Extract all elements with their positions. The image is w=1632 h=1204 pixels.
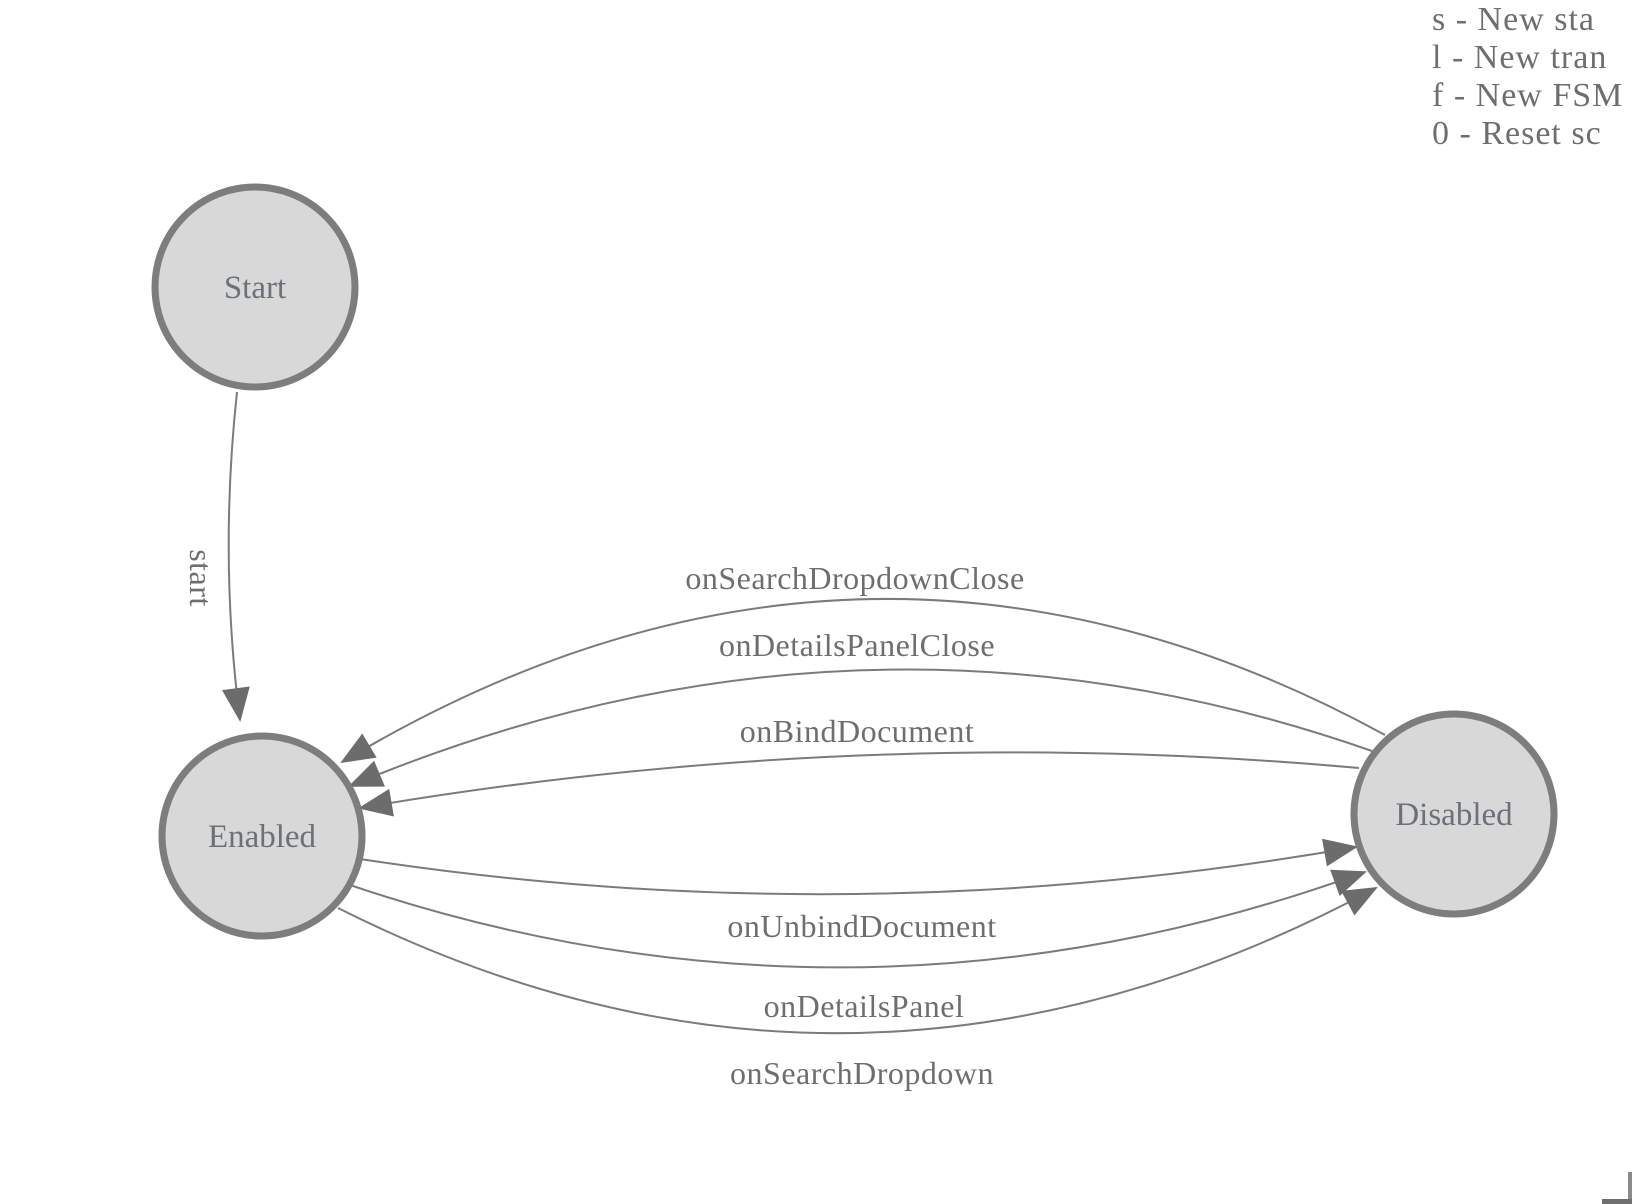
- edge-on-search-dropdown-path[interactable]: [337, 887, 1378, 1035]
- legend-line-new-transition: l - New tran: [1432, 39, 1608, 76]
- edge-start-path[interactable]: [222, 391, 250, 722]
- edge-on-search-dropdown-close[interactable]: onSearchDropdownClose: [340, 560, 1386, 764]
- state-node-disabled-circle[interactable]: [1350, 710, 1558, 918]
- state-node-enabled-circle[interactable]: [158, 732, 366, 940]
- edge-on-unbind-document-label: onUnbindDocument: [727, 908, 996, 944]
- state-node-start-circle[interactable]: [151, 183, 359, 391]
- panel-corner-horizontal-edge: [1602, 1199, 1632, 1204]
- edge-on-bind-document-label: onBindDocument: [740, 713, 975, 749]
- legend-line-new-fsm: f - New FSM: [1432, 77, 1624, 114]
- edge-on-details-panel-close[interactable]: onDetailsPanelClose: [348, 627, 1373, 787]
- shortcut-legend: s - New sta l - New tran f - New FSM 0 -…: [1432, 1, 1632, 153]
- edge-on-details-panel-path[interactable]: [349, 869, 1367, 969]
- panel-corner-vertical-edge: [1628, 1172, 1632, 1204]
- edge-on-details-panel-close-path[interactable]: [348, 668, 1373, 787]
- edge-on-bind-document-path[interactable]: [358, 751, 1360, 817]
- state-node-enabled[interactable]: Enabled: [158, 732, 366, 940]
- edge-start-label: start: [183, 549, 219, 607]
- edge-on-unbind-document[interactable]: onUnbindDocument: [359, 838, 1358, 944]
- edge-on-bind-document[interactable]: onBindDocument: [358, 713, 1360, 817]
- edge-on-details-panel-label: onDetailsPanel: [764, 988, 965, 1024]
- edge-start[interactable]: start: [183, 391, 250, 722]
- edge-on-search-dropdown-label: onSearchDropdown: [730, 1055, 994, 1091]
- state-node-start-label: Start: [224, 270, 286, 306]
- state-node-start[interactable]: Start: [151, 183, 359, 391]
- state-node-disabled[interactable]: Disabled: [1350, 710, 1558, 918]
- legend-line-reset-scale: 0 - Reset sc: [1432, 115, 1602, 152]
- edge-on-search-dropdown-close-label: onSearchDropdownClose: [685, 560, 1024, 596]
- state-node-disabled-label: Disabled: [1395, 797, 1513, 833]
- edge-on-details-panel-close-label: onDetailsPanelClose: [719, 627, 995, 663]
- edge-on-unbind-document-path[interactable]: [359, 838, 1358, 896]
- edge-on-search-dropdown-close-path[interactable]: [340, 597, 1386, 764]
- legend-line-new-state: s - New sta: [1432, 1, 1596, 38]
- edge-on-details-panel[interactable]: onDetailsPanel: [349, 869, 1367, 1024]
- edge-on-search-dropdown[interactable]: onSearchDropdown: [337, 887, 1378, 1091]
- state-node-enabled-label: Enabled: [208, 819, 317, 855]
